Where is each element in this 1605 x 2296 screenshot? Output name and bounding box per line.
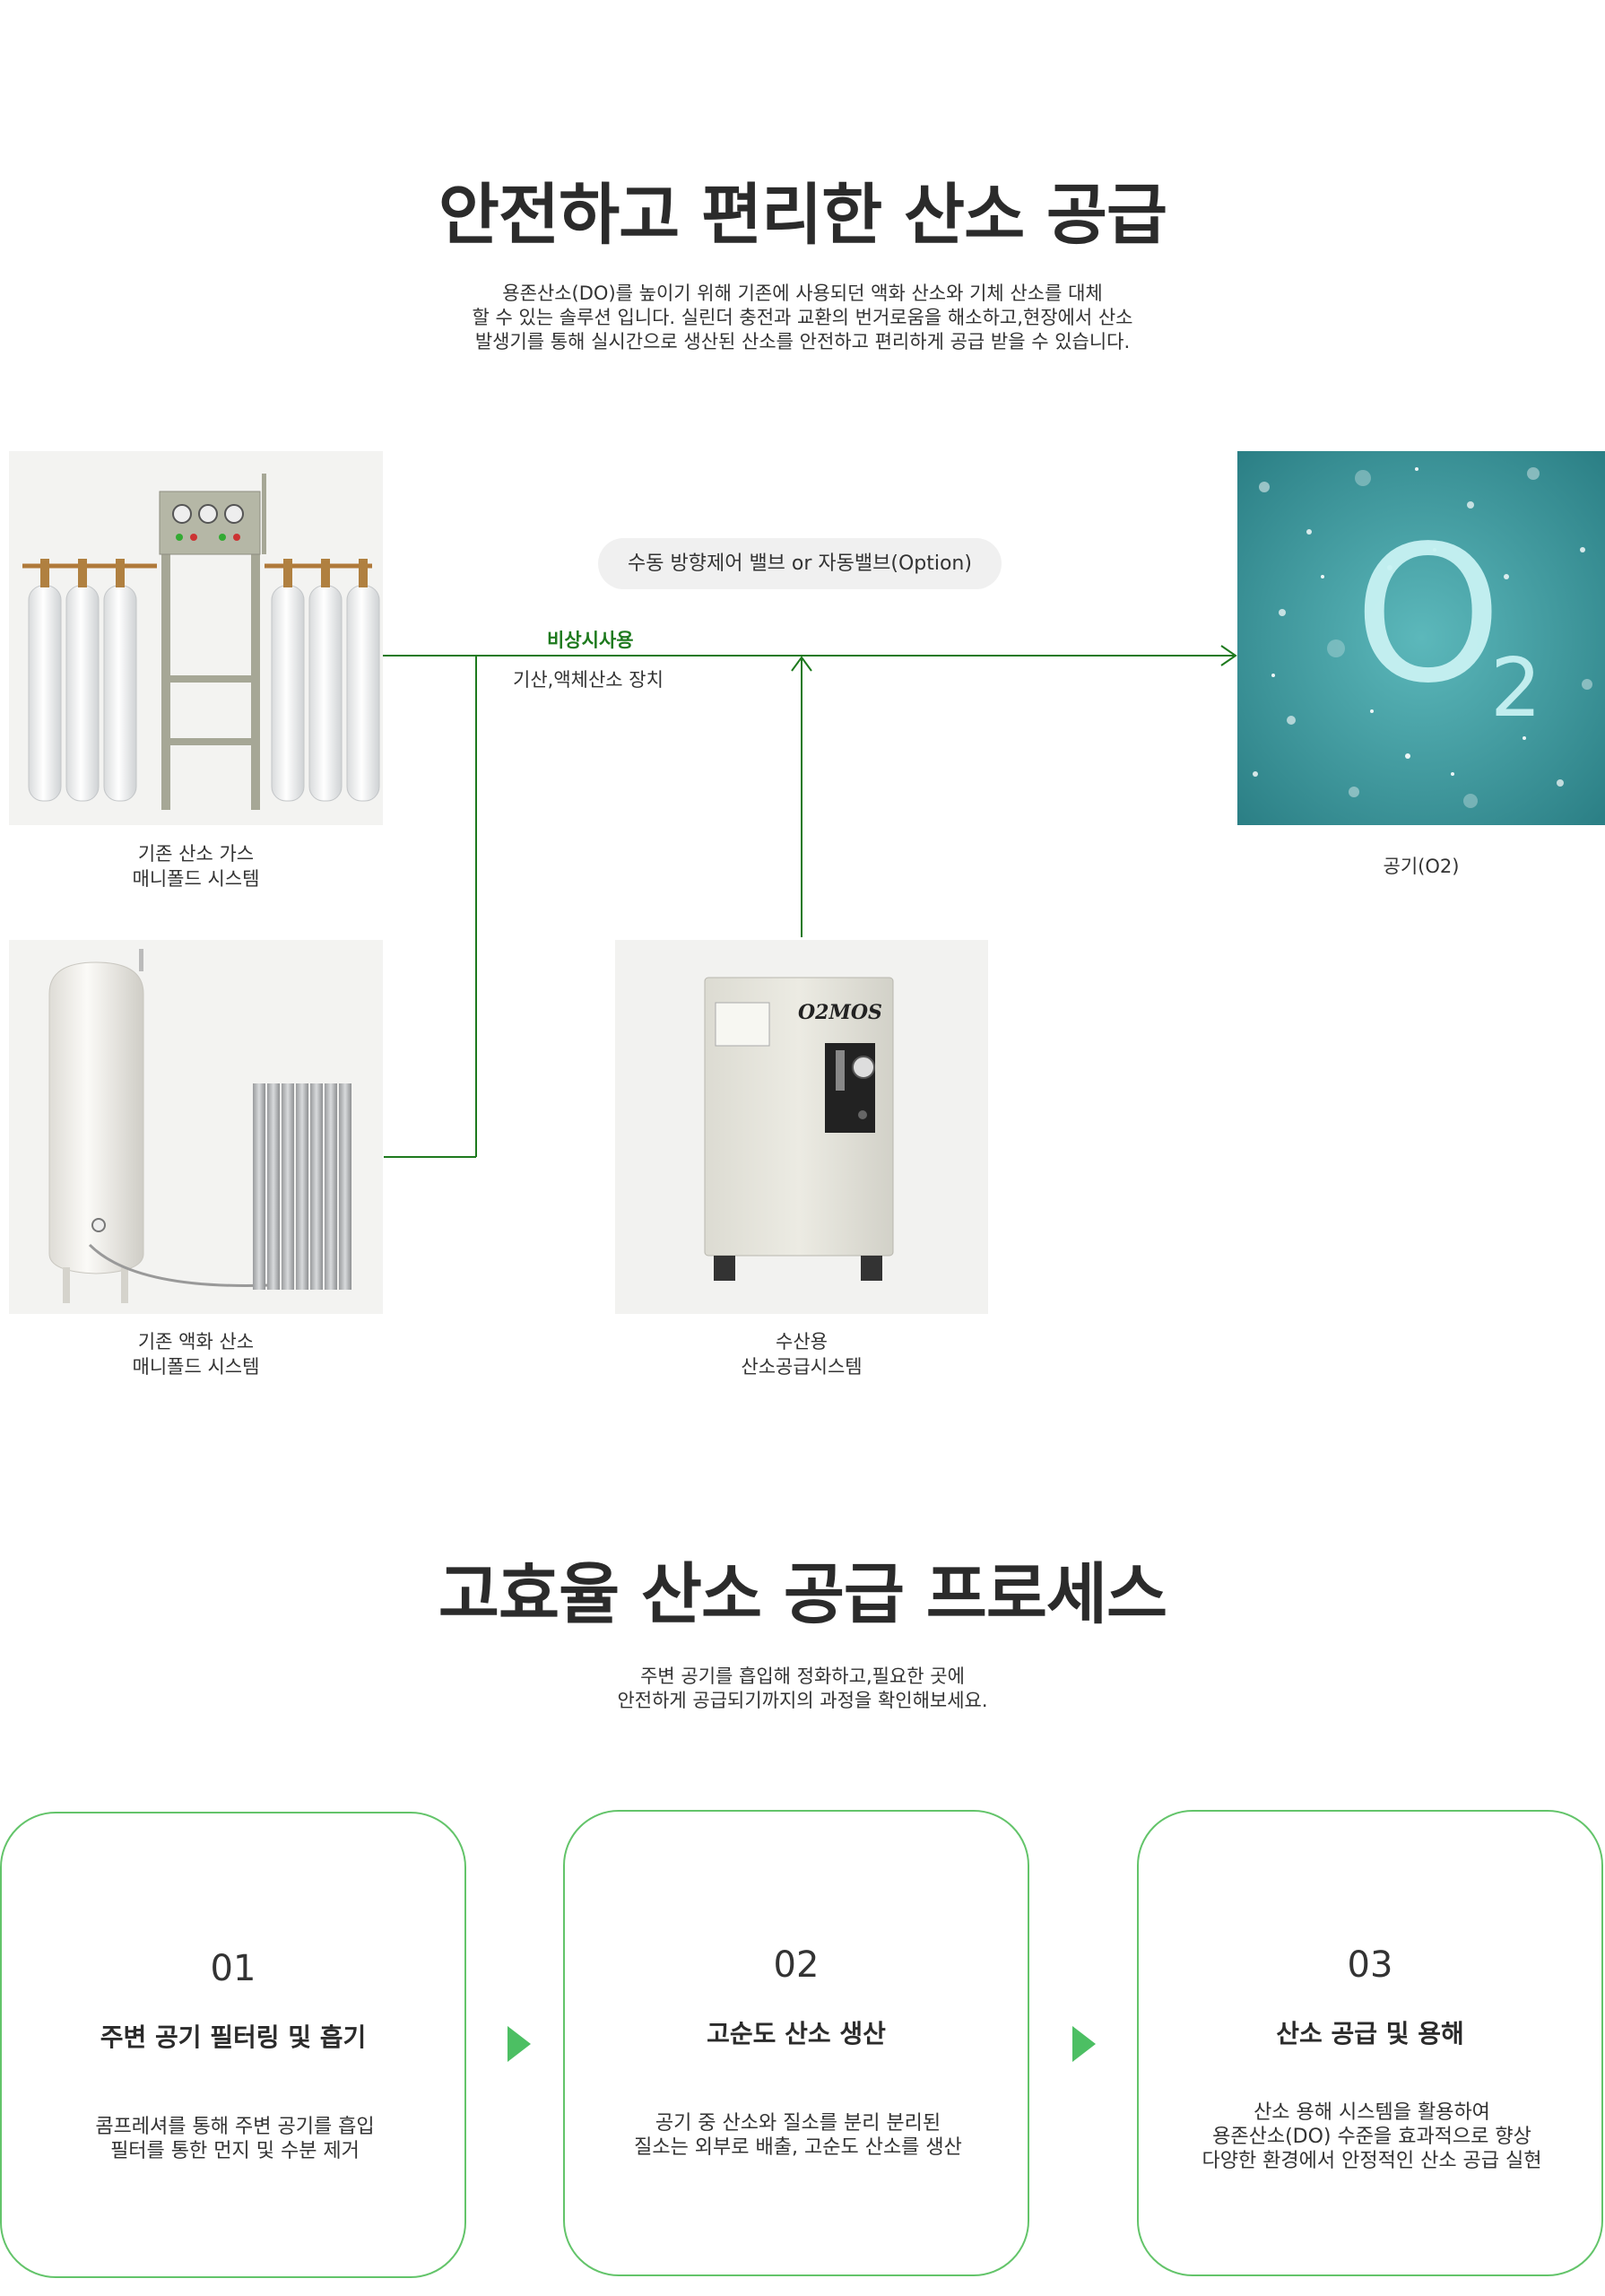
o2-subscript: 2 <box>1490 641 1542 735</box>
card-desc-line: 공기 중 산소와 질소를 분리 분리된 <box>655 2112 941 2135</box>
liquid-manifold-caption: 기존 액화 산소 매니폴드 시스템 <box>9 1329 383 1379</box>
desc-line: 할 수 있는 솔루션 입니다. 실린더 충전과 교환의 번거로움을 해소하고,현… <box>472 307 1133 328</box>
section-title-process: 고효율 산소 공급 프로세스 <box>438 1556 1167 1633</box>
desc-line: 발생기를 통해 실시간으로 생산된 산소를 안전하고 편리하게 공급 받을 수 … <box>474 331 1131 352</box>
desc-line: 주변 공기를 흡입해 정화하고,필요한 곳에 <box>640 1665 965 1687</box>
connection-lines <box>383 645 1237 1158</box>
card-description: 산소 용해 시스템을 활용하여 용존산소(DO) 수준을 효과적으로 향상 다양… <box>1157 2100 1587 2173</box>
process-card-02: 02 고순도 산소 생산 공기 중 산소와 질소를 분리 분리된 질소는 외부로… <box>563 1810 1029 2276</box>
caption-line: 매니폴드 시스템 <box>132 1356 260 1378</box>
caption-line: 기존 액화 산소 <box>137 1331 255 1352</box>
card-description: 공기 중 산소와 질소를 분리 분리된 질소는 외부로 배출, 고순도 산소를 … <box>583 2111 1013 2160</box>
generator-caption: 수산용 산소공급시스템 <box>615 1329 988 1379</box>
arrow-up <box>791 656 812 672</box>
o2-caption: 공기(O2) <box>1383 856 1460 877</box>
card-number: 02 <box>773 1944 820 1986</box>
emergency-use-label: 비상시사용 <box>547 630 634 651</box>
card-desc-line: 필터를 통한 먼지 및 수분 제거 <box>110 2140 360 2162</box>
caption-line: 기존 산소 가스 <box>137 843 255 865</box>
device-label: 기산,액체산소 장치 <box>513 669 664 691</box>
card-number: 03 <box>1347 1944 1393 1986</box>
card-desc-line: 용존산소(DO) 수준을 효과적으로 향상 <box>1212 2126 1531 2148</box>
bubbles-graphic <box>1237 451 1605 825</box>
o2-letter: O <box>1354 505 1503 725</box>
arrow-to-o2 <box>1220 645 1237 666</box>
caption-line: 수산용 <box>776 1331 828 1352</box>
gas-manifold-caption: 기존 산소 가스 매니폴드 시스템 <box>9 841 383 891</box>
desc-line: 용존산소(DO)를 높이기 위해 기존에 사용되던 액화 산소와 기체 산소를 … <box>502 283 1103 304</box>
card-description: 콤프레셔를 통해 주변 공기를 흡입 필터를 통한 먼지 및 수분 제거 <box>20 2115 450 2163</box>
process-card-01: 01 주변 공기 필터링 및 흡기 콤프레셔를 통해 주변 공기를 흡입 필터를… <box>0 1812 466 2278</box>
liquid-manifold-image <box>9 940 383 1314</box>
oxygen-generator-image: O2MOS <box>615 940 988 1314</box>
card-desc-line: 콤프레셔를 통해 주변 공기를 흡입 <box>95 2116 375 2138</box>
process-card-03: 03 산소 공급 및 용해 산소 용해 시스템을 활용하여 용존산소(DO) 수… <box>1137 1810 1603 2276</box>
card-title: 주변 공기 필터링 및 흡기 <box>100 2022 367 2052</box>
card-desc-line: 다양한 환경에서 안정적인 산소 공급 실현 <box>1202 2150 1542 2172</box>
card-desc-line: 산소 용해 시스템을 활용하여 <box>1254 2101 1490 2124</box>
step-arrow-icon <box>1072 2026 1096 2062</box>
card-desc-line: 질소는 외부로 배출, 고순도 산소를 생산 <box>634 2136 962 2159</box>
valve-option-pill: 수동 방향제어 밸브 or 자동밸브(Option) <box>598 538 1002 589</box>
caption-line: 매니폴드 시스템 <box>132 868 260 890</box>
section-description: 용존산소(DO)를 높이기 위해 기존에 사용되던 액화 산소와 기체 산소를 … <box>354 282 1251 354</box>
card-title: 고순도 산소 생산 <box>707 2019 886 2048</box>
desc-line: 안전하게 공급되기까지의 과정을 확인해보세요. <box>617 1690 988 1711</box>
gas-manifold-image <box>9 451 383 825</box>
caption-line: 산소공급시스템 <box>741 1356 863 1378</box>
o2-air-image: O 2 <box>1237 451 1605 825</box>
step-arrow-icon <box>508 2026 531 2062</box>
o2mos-brand-label: O2MOS <box>798 1001 882 1024</box>
card-title: 산소 공급 및 용해 <box>1276 2019 1464 2048</box>
process-description: 주변 공기를 흡입해 정화하고,필요한 곳에 안전하게 공급되기까지의 과정을 … <box>354 1665 1251 1713</box>
card-number: 01 <box>210 1948 256 1989</box>
section-title-safe-supply: 안전하고 편리한 산소 공급 <box>438 177 1167 254</box>
